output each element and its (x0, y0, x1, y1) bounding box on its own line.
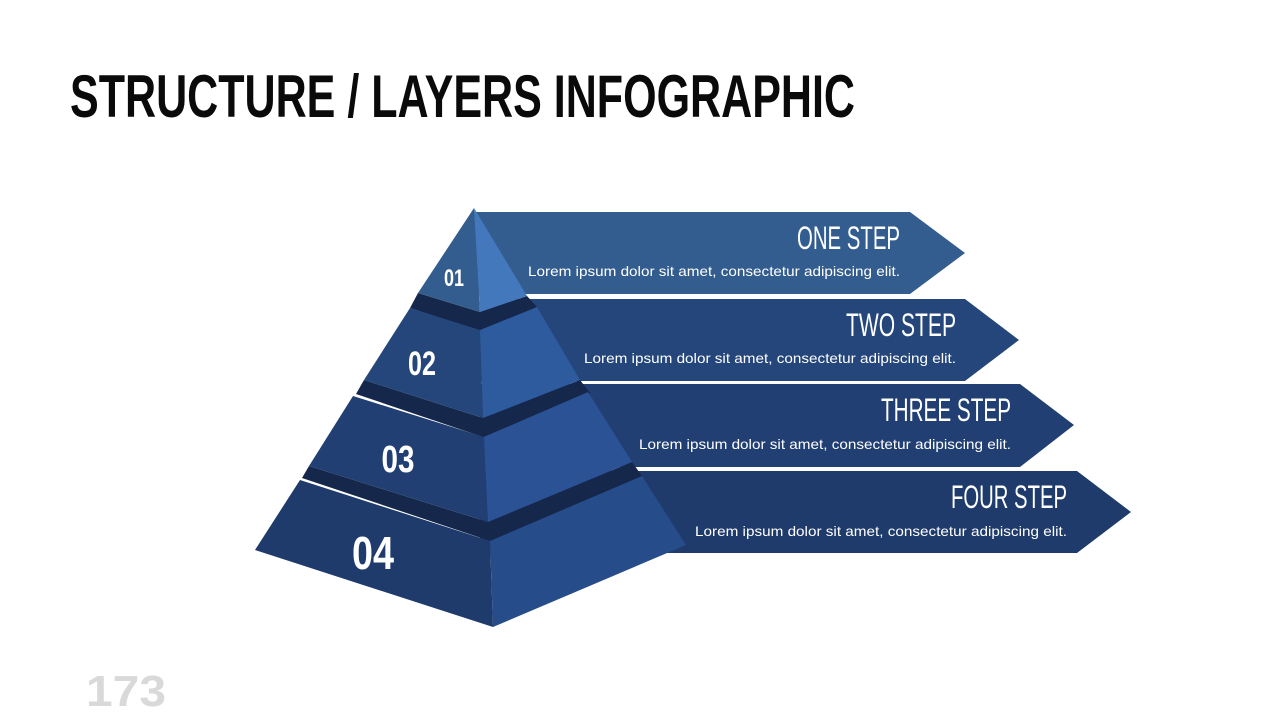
layer-1-left-face (418, 208, 480, 312)
layer-2-right-face (480, 307, 580, 418)
layer-4-title: FOUR STEP (951, 479, 1067, 515)
layer-4-left-face (255, 480, 493, 627)
page-title: STRUCTURE / LAYERS INFOGRAPHIC (70, 63, 855, 130)
pyramid (255, 208, 686, 627)
layer-3-description: Lorem ipsum dolor sit amet, consectetur … (639, 436, 1011, 452)
layer-3-title: THREE STEP (881, 392, 1011, 428)
banner-2 (480, 299, 1019, 381)
layer-2-title: TWO STEP (846, 307, 956, 343)
layer-2-left-face (364, 308, 483, 418)
layer-3-left-face (309, 396, 488, 522)
layer-1-description: Lorem ipsum dolor sit amet, consectetur … (528, 263, 900, 279)
layer-4-right-face (490, 476, 686, 627)
banner-1 (474, 212, 965, 294)
layer-3-number: 03 (382, 439, 415, 481)
layer-4-number: 04 (352, 527, 394, 579)
layer-2-description: Lorem ipsum dolor sit amet, consectetur … (584, 350, 956, 366)
page-number: 173 (86, 667, 166, 716)
banner-3 (480, 384, 1074, 467)
layer-1-title: ONE STEP (797, 220, 900, 256)
layer-1-number: 01 (444, 265, 464, 292)
dark-band-4 (302, 462, 642, 541)
layer-3-right-face (484, 392, 632, 522)
dark-band-3 (356, 380, 590, 437)
layer-1-right-face (474, 208, 527, 312)
dark-band-2 (410, 293, 537, 331)
layer-2-number: 02 (408, 345, 436, 383)
layer-4-description: Lorem ipsum dolor sit amet, consectetur … (695, 523, 1067, 539)
